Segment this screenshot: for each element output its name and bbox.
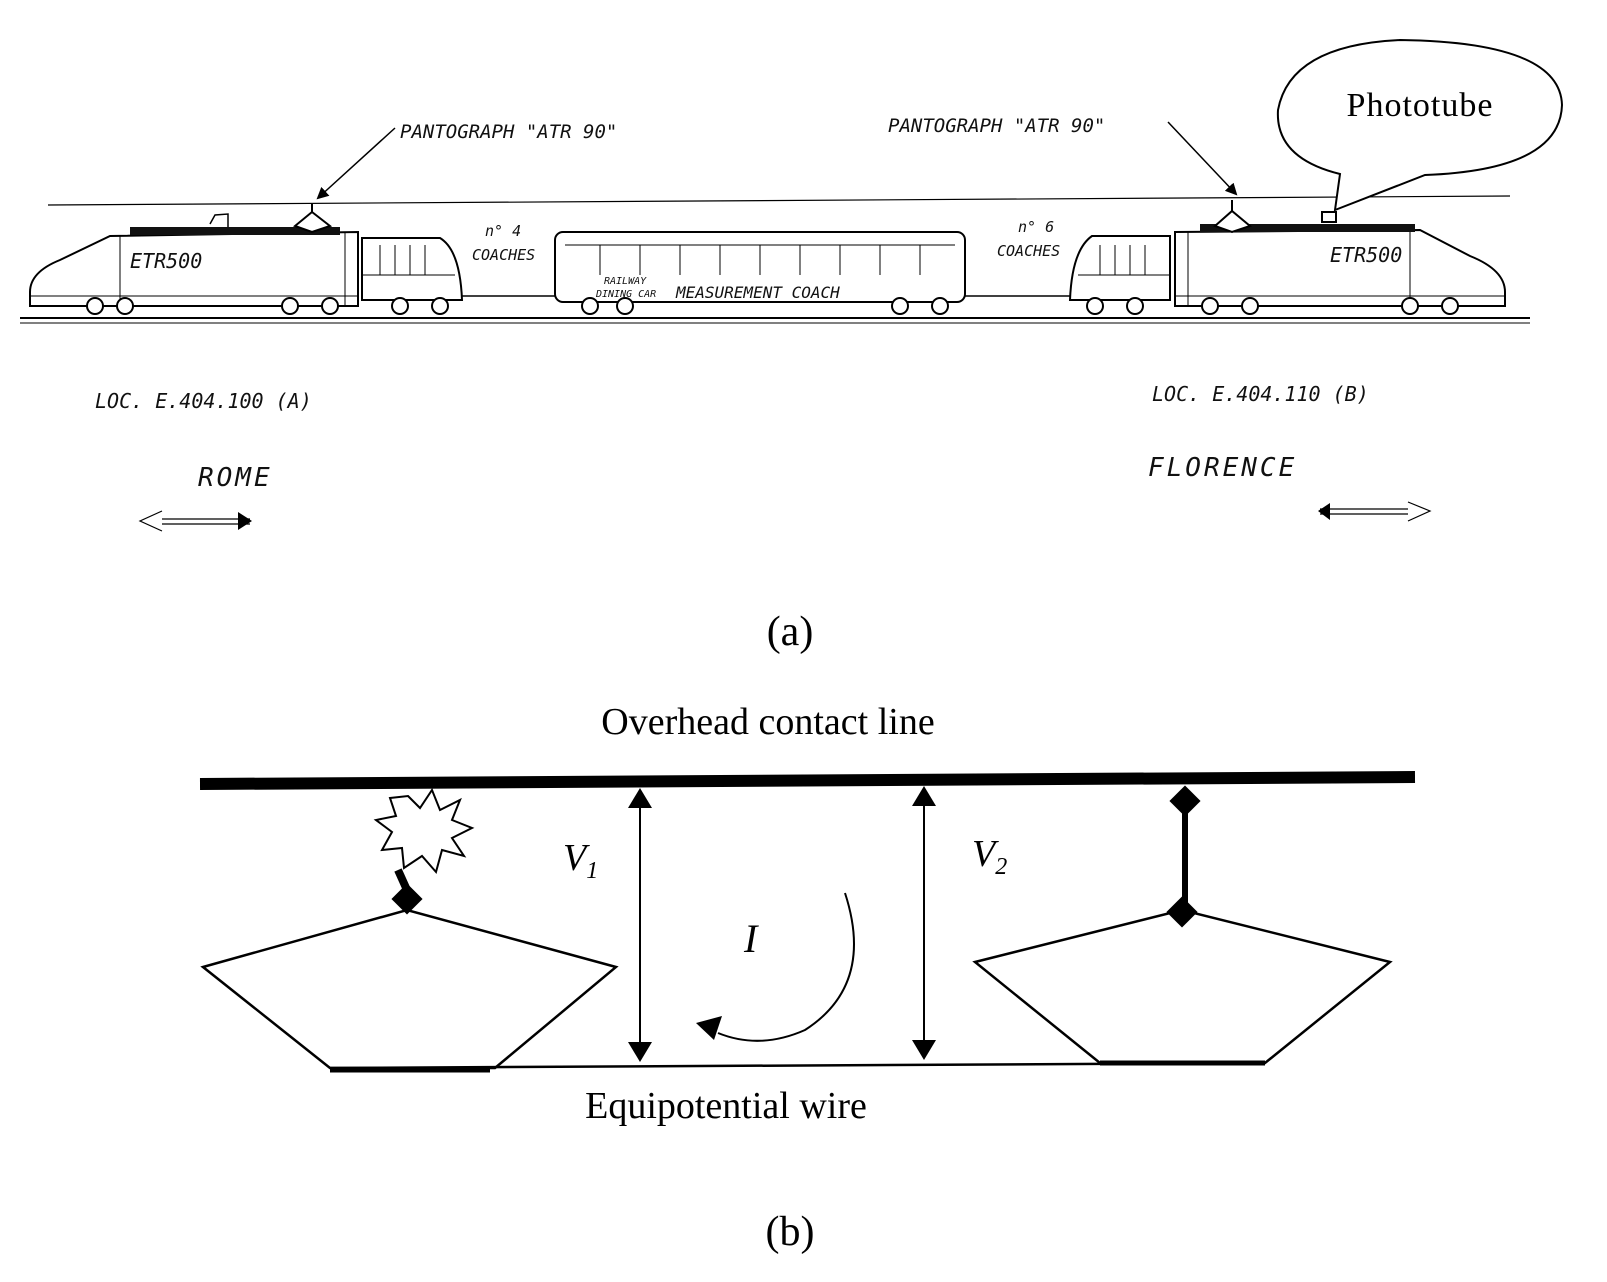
panel-b: Overhead contact line: [199, 701, 1416, 1255]
measurement-coach-label: MEASUREMENT COACH: [675, 283, 840, 302]
contact-shoe-right-top: [1169, 785, 1201, 817]
loc-a-label: LOC. E.404.100 (A): [95, 389, 312, 413]
overhead-contact-line: [199, 771, 1416, 790]
voltage-arrow-v2: [912, 786, 936, 1060]
florence-label: FLORENCE: [1148, 453, 1297, 483]
etr500-right-label: ETR500: [1330, 243, 1402, 267]
coaches-right-count: n° 6: [1018, 218, 1054, 236]
v1-symbol: V: [563, 837, 590, 879]
pantograph-b-right: [972, 785, 1393, 1065]
v2-label: V2: [972, 833, 1007, 880]
coaches-left-count: n° 4: [485, 222, 521, 240]
pantograph-arrow-right: [1167, 121, 1238, 196]
pantograph-right: [1213, 209, 1253, 234]
v2-symbol: V: [972, 833, 999, 875]
direction-arrow-florence: [1318, 501, 1432, 522]
pantograph-label-right: PANTOGRAPH "ATR 90": [888, 115, 1105, 137]
measurement-coach: [554, 231, 966, 315]
overhead-wire-a: [47, 195, 1511, 206]
caption-b: (b): [766, 1209, 815, 1255]
coaches-left-label: COACHES: [472, 246, 535, 264]
locomotive-left: [29, 204, 359, 315]
pantograph-b-left-frame: [200, 908, 619, 1070]
railway-label: RAILWAY: [604, 276, 647, 287]
phototube-device: [1321, 211, 1337, 223]
coach-right-stub: [1068, 235, 1171, 315]
coach-left-stub: [361, 237, 464, 315]
pantograph-arrow-left: [316, 127, 396, 200]
overhead-contact-line-label: Overhead contact line: [601, 701, 934, 743]
coaches-right-label: COACHES: [997, 242, 1060, 260]
v2-subscript: 2: [995, 854, 1007, 880]
dining-car-label: DINING CAR: [595, 289, 656, 300]
direction-arrow-rome: [138, 510, 252, 532]
current-arrow: [696, 892, 855, 1042]
v1-subscript: 1: [586, 858, 598, 884]
pantograph-b-left: [200, 787, 619, 1070]
pantograph-b-right-frame: [972, 908, 1393, 1065]
contact-shoe-left: [391, 883, 423, 915]
pantograph-label-left: PANTOGRAPH "ATR 90": [400, 121, 617, 143]
current-label: I: [743, 916, 759, 961]
voltage-arrow-v1: [628, 788, 652, 1062]
panel-a: Phototube PANTOGRAPH "ATR 90" PANTOGRAPH…: [20, 38, 1564, 655]
rome-label: ROME: [198, 463, 273, 493]
spark-icon: [373, 787, 475, 875]
caption-a: (a): [767, 609, 814, 655]
etr500-left-label: ETR500: [130, 249, 202, 273]
equipotential-wire-label: Equipotential wire: [585, 1085, 867, 1127]
loc-b-label: LOC. E.404.110 (B): [1152, 382, 1369, 406]
phototube-callout: Phototube: [1276, 38, 1564, 212]
v1-label: V1: [563, 837, 598, 884]
phototube-label: Phototube: [1347, 87, 1494, 124]
pantograph-left: [292, 210, 333, 234]
locomotive-right: [1174, 200, 1506, 315]
